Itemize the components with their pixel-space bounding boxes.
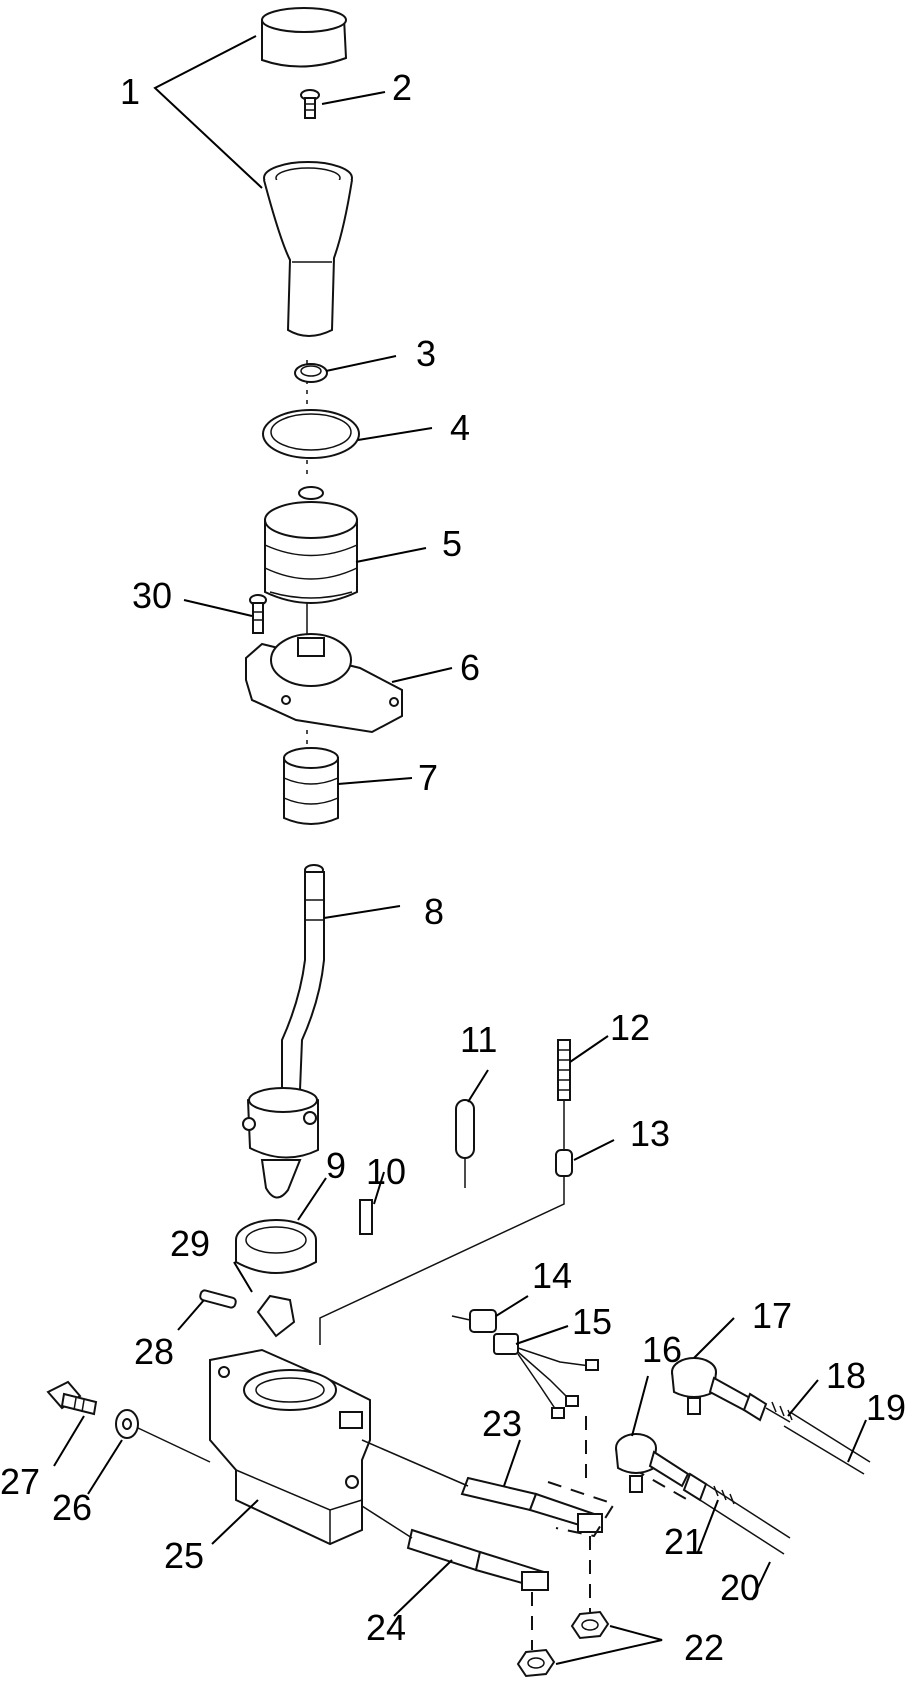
part-grip <box>263 161 353 337</box>
callout-21: 21 <box>664 1521 704 1562</box>
callout-13: 13 <box>630 1113 670 1154</box>
part-pin <box>455 1099 475 1188</box>
part-rod-upper <box>361 1439 603 1533</box>
part-ball-joint-lower <box>615 1433 690 1493</box>
part-boot <box>264 486 358 604</box>
part-sleeve <box>319 1149 573 1345</box>
callout-10: 10 <box>366 1151 406 1192</box>
part-bolt-30 <box>249 594 267 634</box>
part-cable-upper <box>742 1392 871 1475</box>
part-spring <box>359 1199 373 1235</box>
callout-29: 29 <box>170 1223 210 1264</box>
part-mounting-plate <box>245 633 403 734</box>
part-nuts <box>516 1610 610 1678</box>
part-switch <box>451 1309 497 1333</box>
callout-8: 8 <box>424 891 444 932</box>
callout-20: 20 <box>720 1567 760 1608</box>
part-washer <box>115 1409 211 1463</box>
part-bolt-27 <box>46 1380 98 1416</box>
callout-22: 22 <box>684 1627 724 1668</box>
part-collar <box>235 1219 317 1274</box>
callout-3: 3 <box>416 333 436 374</box>
callout-24: 24 <box>366 1607 406 1648</box>
part-rod-lower <box>361 1505 549 1591</box>
part-ball-joint-upper <box>671 1357 752 1415</box>
callout-26: 26 <box>52 1487 92 1528</box>
part-bushing <box>283 747 339 825</box>
part-small-pin <box>199 1289 237 1309</box>
callout-6: 6 <box>460 647 480 688</box>
callout-9: 9 <box>326 1145 346 1186</box>
callout-labels: 1 2 3 4 5 6 7 8 9 10 11 12 13 14 15 16 1… <box>0 67 906 1668</box>
callout-5: 5 <box>442 523 462 564</box>
callout-16: 16 <box>642 1329 682 1370</box>
callout-30: 30 <box>132 575 172 616</box>
part-screw <box>300 89 320 119</box>
callout-19: 19 <box>866 1387 906 1428</box>
callout-14: 14 <box>532 1255 572 1296</box>
callout-18: 18 <box>826 1355 866 1396</box>
callout-1: 1 <box>120 71 140 112</box>
part-shifter-housing <box>209 1348 371 1546</box>
callout-4: 4 <box>450 407 470 448</box>
part-threaded-rod <box>557 1039 571 1150</box>
part-knob-cap <box>261 7 348 68</box>
callout-23: 23 <box>482 1403 522 1444</box>
part-detent <box>256 1294 296 1338</box>
callout-28: 28 <box>134 1331 174 1372</box>
callout-7: 7 <box>418 757 438 798</box>
leader-lines <box>53 35 867 1665</box>
callout-11: 11 <box>460 1019 497 1060</box>
callout-15: 15 <box>572 1301 612 1342</box>
callout-2: 2 <box>392 67 412 108</box>
part-o-ring <box>262 409 360 459</box>
callout-12: 12 <box>610 1007 650 1048</box>
part-shift-lever <box>242 864 325 1199</box>
callout-27: 27 <box>0 1461 40 1502</box>
part-small-ring <box>294 363 328 383</box>
callout-25: 25 <box>164 1535 204 1576</box>
callout-17: 17 <box>752 1295 792 1336</box>
